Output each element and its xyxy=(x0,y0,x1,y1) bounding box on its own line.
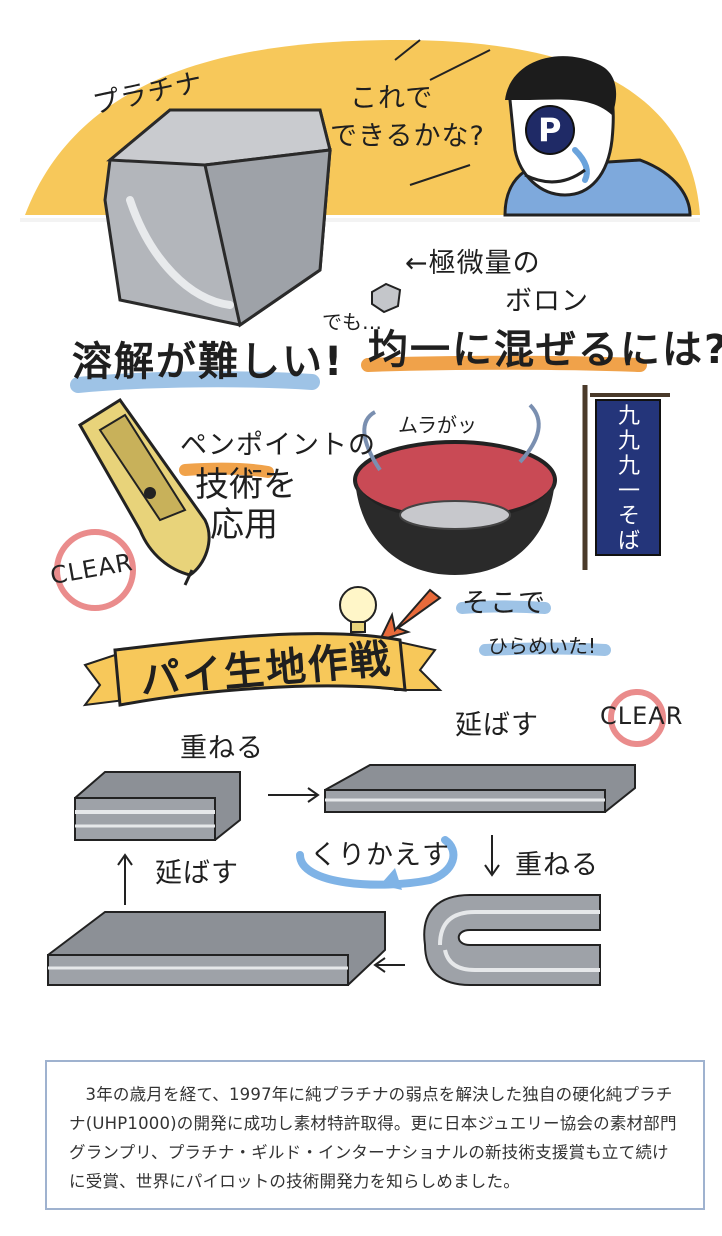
pot xyxy=(353,403,557,575)
step-stack-1: 重ねる xyxy=(180,733,264,764)
dough-bottom-slab xyxy=(47,911,386,986)
boron-cube xyxy=(371,282,402,314)
boron-arrow-text: ←極微量の xyxy=(405,248,541,279)
step-stack-2: 重ねる xyxy=(515,850,599,881)
noodle-banner xyxy=(582,385,670,570)
thought-line-1: これで xyxy=(350,83,434,114)
banner-char-2: 九 xyxy=(617,429,640,454)
thought-line-2: できるかな? xyxy=(330,121,485,152)
illustration xyxy=(20,39,700,986)
demo-text: でも… xyxy=(322,310,382,334)
thinking-man xyxy=(503,56,692,217)
banner-text: 九 九 九 一 そ ば xyxy=(605,404,653,554)
ribbon xyxy=(82,632,443,707)
banner-char-4: 一 xyxy=(617,479,640,504)
dough-folded xyxy=(423,894,601,986)
pen-line-3: 応用 xyxy=(210,505,278,545)
dough-small-stack xyxy=(74,771,241,841)
repeat-arrow xyxy=(296,836,458,889)
banner-char-3: 九 xyxy=(617,454,640,479)
banner-char-1: 九 xyxy=(617,404,640,429)
orange-highlight xyxy=(361,355,647,372)
caption-text: 3年の歳月を経て、1997年に純プラチナの弱点を解決した独自の硬化純プラチナ(U… xyxy=(69,1085,677,1191)
clear-stamp-right: CLEAR xyxy=(600,702,684,730)
orange-arrow xyxy=(378,588,442,642)
caption-box: 3年の歳月を経て、1997年に純プラチナの弱点を解決した独自の硬化純プラチナ(U… xyxy=(45,1060,705,1210)
step-stretch-2: 延ばす xyxy=(155,858,239,889)
light-bulb xyxy=(339,586,377,633)
melt-heading: 溶解が難しい! xyxy=(72,339,345,385)
platinum-cube xyxy=(103,108,332,328)
mix-heading: 均一に混ぜるには? xyxy=(368,327,722,373)
p-badge: P xyxy=(538,111,562,149)
pen-nib xyxy=(77,397,211,586)
step-stretch-1: 延ばす xyxy=(455,710,539,741)
repeat-label: くりかえす xyxy=(310,840,450,871)
clear-circle-left xyxy=(54,529,136,611)
idea-line-1: そこで xyxy=(462,588,546,619)
clear-circle-right xyxy=(608,689,666,747)
dough-long-slab xyxy=(324,764,636,813)
boron-name: ボロン xyxy=(505,286,589,317)
banner-char-6: ば xyxy=(617,529,640,554)
pen-line-2: 技術を xyxy=(195,465,297,505)
blue-highlight xyxy=(70,371,320,393)
uneven-text: ムラがッ xyxy=(398,413,477,437)
banner-char-5: そ xyxy=(617,504,640,529)
pen-line-1: ペンポイントの xyxy=(180,430,376,461)
idea-line-2: ひらめいた! xyxy=(488,634,597,658)
